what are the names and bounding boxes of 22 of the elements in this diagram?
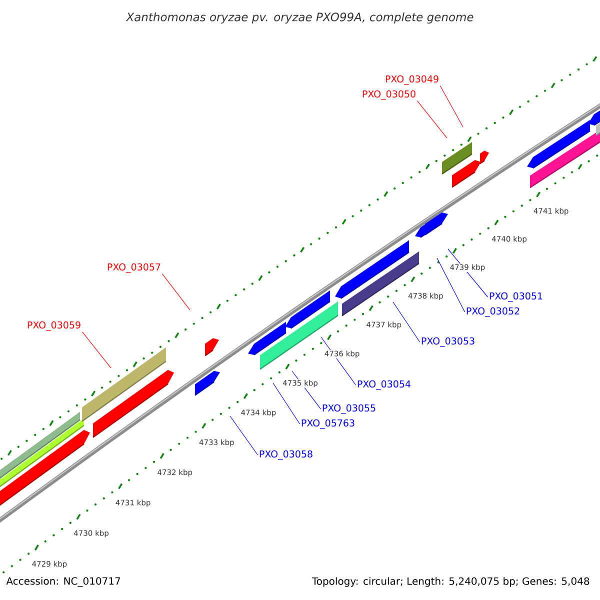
leader-line	[392, 302, 420, 342]
genome-info-text: Topology: circular; Length: 5,240,075 bp; Genes: 5,048	[312, 577, 590, 587]
gene-label: PXO_03052	[466, 307, 520, 317]
title: Xanthomonas oryzae pv. oryzae PXO99A, complete genome	[126, 12, 474, 24]
gene-label: PXO_03055	[322, 404, 376, 414]
leader-line	[230, 416, 258, 456]
leader-line	[82, 332, 112, 368]
gene-label: PXO_03053	[422, 337, 474, 347]
gene-label: PXO_03054	[358, 380, 411, 390]
gene-label: PXO_03058	[260, 450, 312, 460]
gene-label: PXO_03049	[386, 75, 438, 85]
leader-line	[162, 274, 190, 310]
gene-label: PXO_05763	[302, 419, 354, 429]
gene-label: PXO_03051	[490, 292, 542, 302]
leader-line	[416, 100, 448, 138]
gene-label: PXO_03059	[28, 321, 80, 331]
leader-line	[272, 382, 300, 424]
gene-label: PXO_03057	[108, 263, 160, 273]
accession-text: Accession: NC_010717	[6, 577, 120, 587]
gene-label: PXO_03050	[362, 90, 416, 100]
leader-line	[440, 86, 464, 128]
leader-line	[436, 258, 466, 312]
